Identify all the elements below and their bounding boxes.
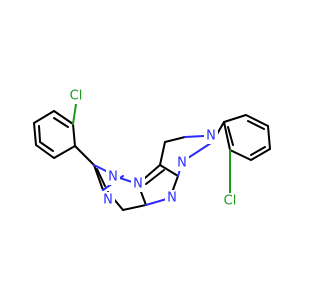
bond-ring-b-double xyxy=(247,120,265,130)
bond-core xyxy=(122,204,147,211)
bond-ring-a xyxy=(35,144,55,159)
bond-ring-a-double xyxy=(39,141,54,152)
atom-n-triazole-2-label: N xyxy=(108,170,118,185)
bond-ring-b xyxy=(250,148,271,161)
atom-cl-top: Cl xyxy=(66,88,86,104)
bond-ring-b xyxy=(229,149,252,161)
atom-n-pyrazole-2-label: N xyxy=(206,129,216,144)
atom-n-triazole-2: N xyxy=(106,169,120,185)
bond-ring-b xyxy=(245,114,269,127)
atom-n-pyrimidine-label: N xyxy=(167,191,177,206)
bond-cl-top xyxy=(72,103,77,125)
bond-triazole xyxy=(93,164,109,173)
bond-ring-a xyxy=(33,122,37,146)
atom-n-triazole-1: N xyxy=(101,192,115,208)
bond-ring-a-double xyxy=(53,117,69,128)
bond-ring-a-double xyxy=(38,125,41,142)
bond-pyrazole xyxy=(187,142,212,159)
bond-ring-b-double xyxy=(250,146,266,156)
bond-ring-b xyxy=(223,121,231,151)
bond-pyrazole xyxy=(164,136,186,143)
bond-triazole-double xyxy=(96,168,106,187)
atom-label-layer: N N N N N N Cl Cl xyxy=(66,88,240,209)
bond-pyrimidine xyxy=(159,164,179,177)
atom-n-triazole-3-label: N xyxy=(133,177,143,192)
atom-cl-top-label: Cl xyxy=(70,89,83,104)
bond-ring-a xyxy=(53,145,76,159)
bond-ring-b xyxy=(267,125,271,150)
atom-n-pyrazole-1: N xyxy=(175,155,189,171)
atom-cl-bottom: Cl xyxy=(220,193,240,209)
bond-triazole xyxy=(93,164,104,191)
atom-cl-bottom-label: Cl xyxy=(224,194,237,209)
bond-ring-a xyxy=(53,110,74,125)
bond-pyrimidine-double xyxy=(145,169,165,185)
bond-pyrazole xyxy=(159,141,166,166)
bond-ring-b-double xyxy=(227,126,234,146)
atom-n-pyrazole-1-label: N xyxy=(177,156,187,171)
atom-n-pyrimidine: N xyxy=(165,190,179,206)
bond-pyrazole xyxy=(184,135,205,138)
bond-ring-a xyxy=(72,123,76,147)
bond-ring-a xyxy=(33,110,55,124)
atom-n-pyrazole-2: N xyxy=(204,128,218,144)
bond-ring-b xyxy=(223,114,247,123)
atom-n-triazole-3: N xyxy=(131,176,145,192)
bond-a-triazole xyxy=(74,145,95,166)
atom-n-triazole-1-label: N xyxy=(103,193,113,208)
molecule-structure: N N N N N N Cl Cl xyxy=(33,88,271,211)
